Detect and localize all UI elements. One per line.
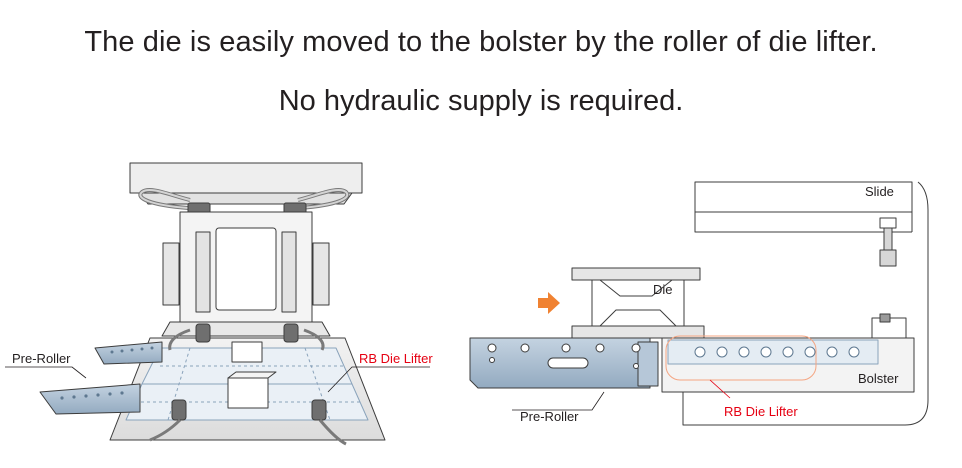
slide-column	[161, 211, 331, 337]
bolster-label: Bolster	[858, 371, 899, 386]
left-leader-lines	[5, 366, 430, 393]
right-leader-lines	[512, 379, 731, 411]
right-die-lifter-label: RB Die Lifter	[724, 404, 798, 419]
slide	[694, 181, 913, 267]
left-diagram	[5, 162, 430, 446]
bolster-clamps	[171, 323, 327, 421]
left-die-lifter-label: RB Die Lifter	[359, 351, 433, 366]
right-pre-roller	[469, 337, 659, 389]
die-blocks	[227, 341, 277, 409]
die	[571, 267, 705, 339]
bolster-hoses	[149, 328, 347, 446]
headline-line-1: The die is easily moved to the bolster b…	[84, 26, 878, 58]
right-pre-roller-label: Pre-Roller	[520, 409, 579, 424]
headline-line-2: No hydraulic supply is required.	[278, 85, 684, 117]
die-label: Die	[653, 282, 673, 297]
right-diagram	[469, 181, 929, 426]
push-arrow	[538, 292, 560, 314]
hose-lines-inner	[139, 189, 349, 209]
press-top-beam	[129, 162, 363, 205]
left-pre-roller-label: Pre-Roller	[12, 351, 71, 366]
left-pre-roller-arms	[39, 341, 163, 415]
slide-label: Slide	[865, 184, 894, 199]
bolster	[661, 313, 915, 393]
